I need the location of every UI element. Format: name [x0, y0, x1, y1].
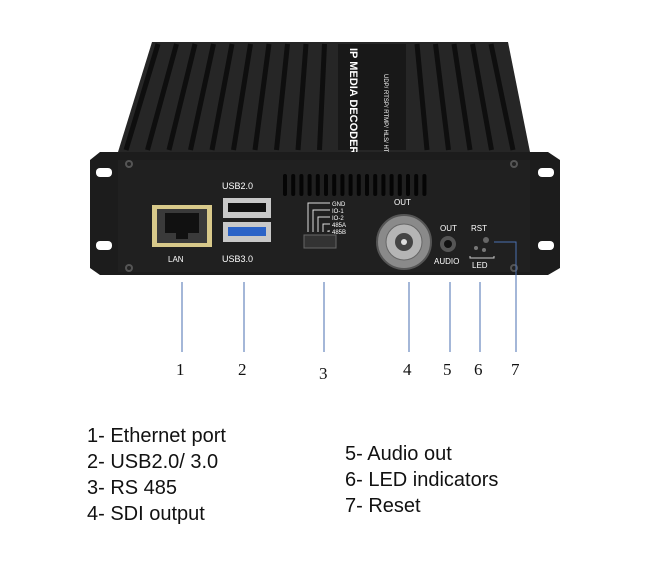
legend-item-ethernet: 1- Ethernet port [87, 425, 226, 447]
legend-item-usb: 2- USB2.0/ 3.0 [87, 451, 219, 473]
heatsink-fin [145, 43, 179, 151]
vent-slot [332, 174, 337, 196]
rst-label: RST [471, 224, 487, 233]
rs485b-label: 485B [332, 230, 346, 236]
legend-left: 1- Ethernet port 2- USB2.0/ 3.0 3- RS 48… [87, 423, 226, 527]
usb3-label: USB3.0 [222, 254, 253, 264]
vent-slot [348, 174, 353, 196]
heatsink-fin [433, 43, 451, 151]
lan-label: LAN [168, 255, 184, 264]
audio-label: AUDIO [434, 257, 459, 266]
callout-1: 1 [176, 360, 185, 379]
vent-slot [315, 174, 320, 196]
gnd-label: GND [332, 202, 346, 208]
rs485a-label: 485A [332, 223, 346, 229]
audio-jack: OUT AUDIO [434, 224, 459, 266]
vent-slot [307, 174, 312, 196]
sdi-out-label: OUT [394, 198, 411, 207]
heatsink-top: IP MEDIA DECODER UDP/ RTSP/ RTMP/ HLS/ H… [118, 42, 530, 160]
top-sublabel: UDP/ RTSP/ RTMP/ HLS/ HTTP [382, 74, 388, 160]
reset-led-area: RST LED [469, 224, 495, 270]
vent-slot [422, 174, 427, 196]
callout-7: 7 [511, 360, 520, 379]
heatsink-fin [231, 43, 253, 151]
rs485-terminal: GND IO-1 IO-2 485A 485B [303, 202, 346, 249]
usb2-label: USB2.0 [222, 181, 253, 191]
heatsink-fin [295, 43, 309, 151]
io1-label: IO-1 [332, 209, 344, 215]
heatsink-fin [209, 43, 235, 151]
legend-item-led: 6- LED indicators [345, 469, 499, 491]
io2-label: IO-2 [332, 216, 344, 222]
heatsink-fin [252, 43, 272, 151]
vent-slot [356, 174, 361, 196]
heatsink-fin [451, 43, 473, 151]
vent-slot [373, 174, 378, 196]
heatsink-fin [317, 43, 327, 151]
legend-item-reset: 7- Reset [345, 495, 421, 517]
legend-item-sdi: 4- SDI output [87, 503, 205, 525]
callout-2: 2 [238, 360, 247, 379]
vent-slot [324, 174, 328, 196]
vent-slot [381, 174, 386, 196]
heatsink-fin [414, 43, 430, 151]
vent-slot [414, 174, 419, 196]
vent-slot [291, 174, 296, 196]
vent-slot [389, 174, 394, 196]
legend-item-rs485: 3- RS 485 [87, 477, 178, 499]
heatsink-fin [166, 43, 198, 151]
lan-port: LAN [152, 205, 212, 264]
audio-out-label: OUT [440, 224, 457, 233]
vent-slot [406, 174, 410, 196]
vent-slot [283, 174, 287, 196]
heatsink-fin [188, 43, 216, 151]
heatsink-fin [274, 43, 290, 151]
heatsink-fin [470, 43, 494, 151]
callout-4: 4 [403, 360, 412, 379]
top-label: IP MEDIA DECODER [347, 48, 359, 154]
legend-item-audio: 5- Audio out [345, 443, 452, 465]
sdi-bnc-connector: OUT [376, 198, 432, 270]
vent-slot [365, 174, 369, 196]
led-label: LED [472, 261, 488, 270]
callout-6: 6 [474, 360, 483, 379]
heatsink-fin [123, 43, 161, 151]
vent-slot [397, 174, 402, 196]
callout-lines [181, 241, 517, 352]
vent-slot [340, 174, 345, 196]
callout-5: 5 [443, 360, 452, 379]
usb-ports: USB2.0 USB3.0 [222, 181, 271, 264]
legend-right: 5- Audio out 6- LED indicators 7- Reset [345, 441, 498, 519]
heatsink-fin [488, 43, 516, 151]
callout-3: 3 [319, 364, 328, 383]
vent-slot [299, 174, 304, 196]
